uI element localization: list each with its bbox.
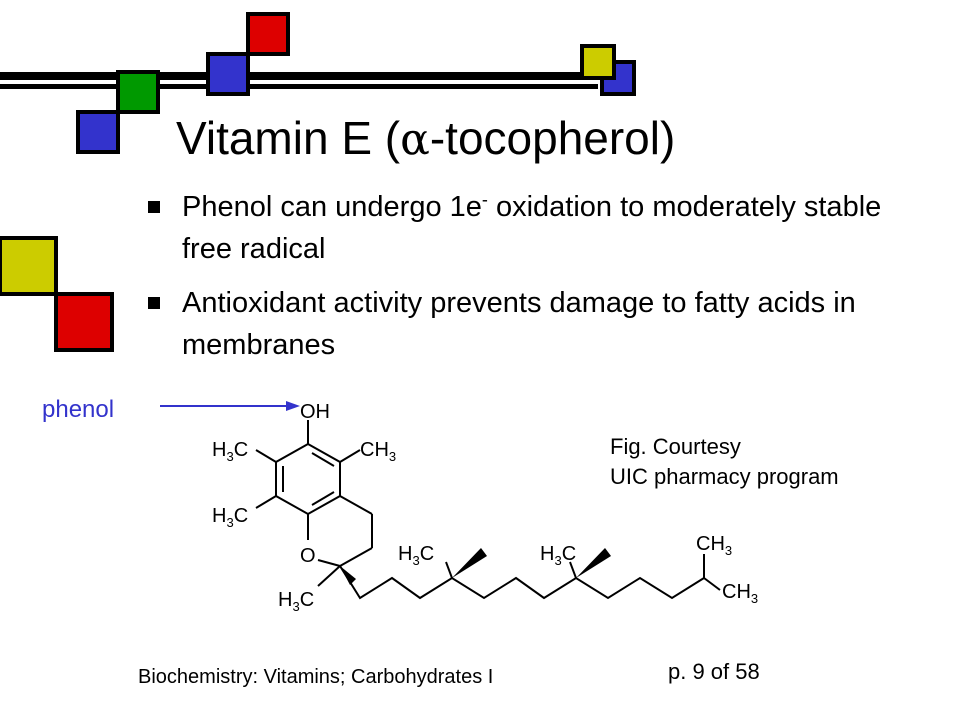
credit-line-1: Fig. Courtesy <box>610 434 741 459</box>
bullet-marker-icon <box>148 201 160 213</box>
phenol-label: phenol <box>42 396 115 423</box>
bullet-text: Antioxidant activity prevents damage to … <box>182 287 856 361</box>
decor-square-yellow-small <box>580 44 616 80</box>
bullet-superscript: - <box>481 189 488 210</box>
decor-square-red-left <box>54 292 114 352</box>
decor-square-yellow-left <box>0 236 58 296</box>
figure-credit: Fig. Courtesy UIC pharmacy program <box>610 432 839 492</box>
footer-course-title: Biochemistry: Vitamins; Carbohydrates I <box>138 666 494 688</box>
bullet-marker-icon <box>148 297 160 309</box>
bullet-item: Phenol can undergo 1e- oxidation to mode… <box>148 186 908 270</box>
bullet-text-part-b: oxidation to moderately stable free radi… <box>182 191 882 265</box>
decor-line-top <box>0 72 598 80</box>
credit-line-2: UIC pharmacy program <box>610 464 839 489</box>
decor-square-blue-left <box>76 110 120 154</box>
decor-square-blue-top <box>206 52 250 96</box>
bullet-text-part-a: Phenol can undergo 1e <box>182 191 482 223</box>
decor-square-green <box>116 70 160 114</box>
bullet-list: Phenol can undergo 1e- oxidation to mode… <box>148 186 908 378</box>
decor-square-red-top <box>246 12 290 56</box>
title-prefix: Vitamin E ( <box>176 112 401 164</box>
title-alpha: α <box>400 114 430 165</box>
bullet-item: Antioxidant activity prevents damage to … <box>148 282 908 366</box>
footer-page-number: p. 9 of 58 <box>668 659 760 684</box>
slide-title: Vitamin E (α-tocopherol) <box>176 108 876 170</box>
decor-line-bottom <box>0 84 598 89</box>
title-suffix: -tocopherol) <box>429 112 676 164</box>
